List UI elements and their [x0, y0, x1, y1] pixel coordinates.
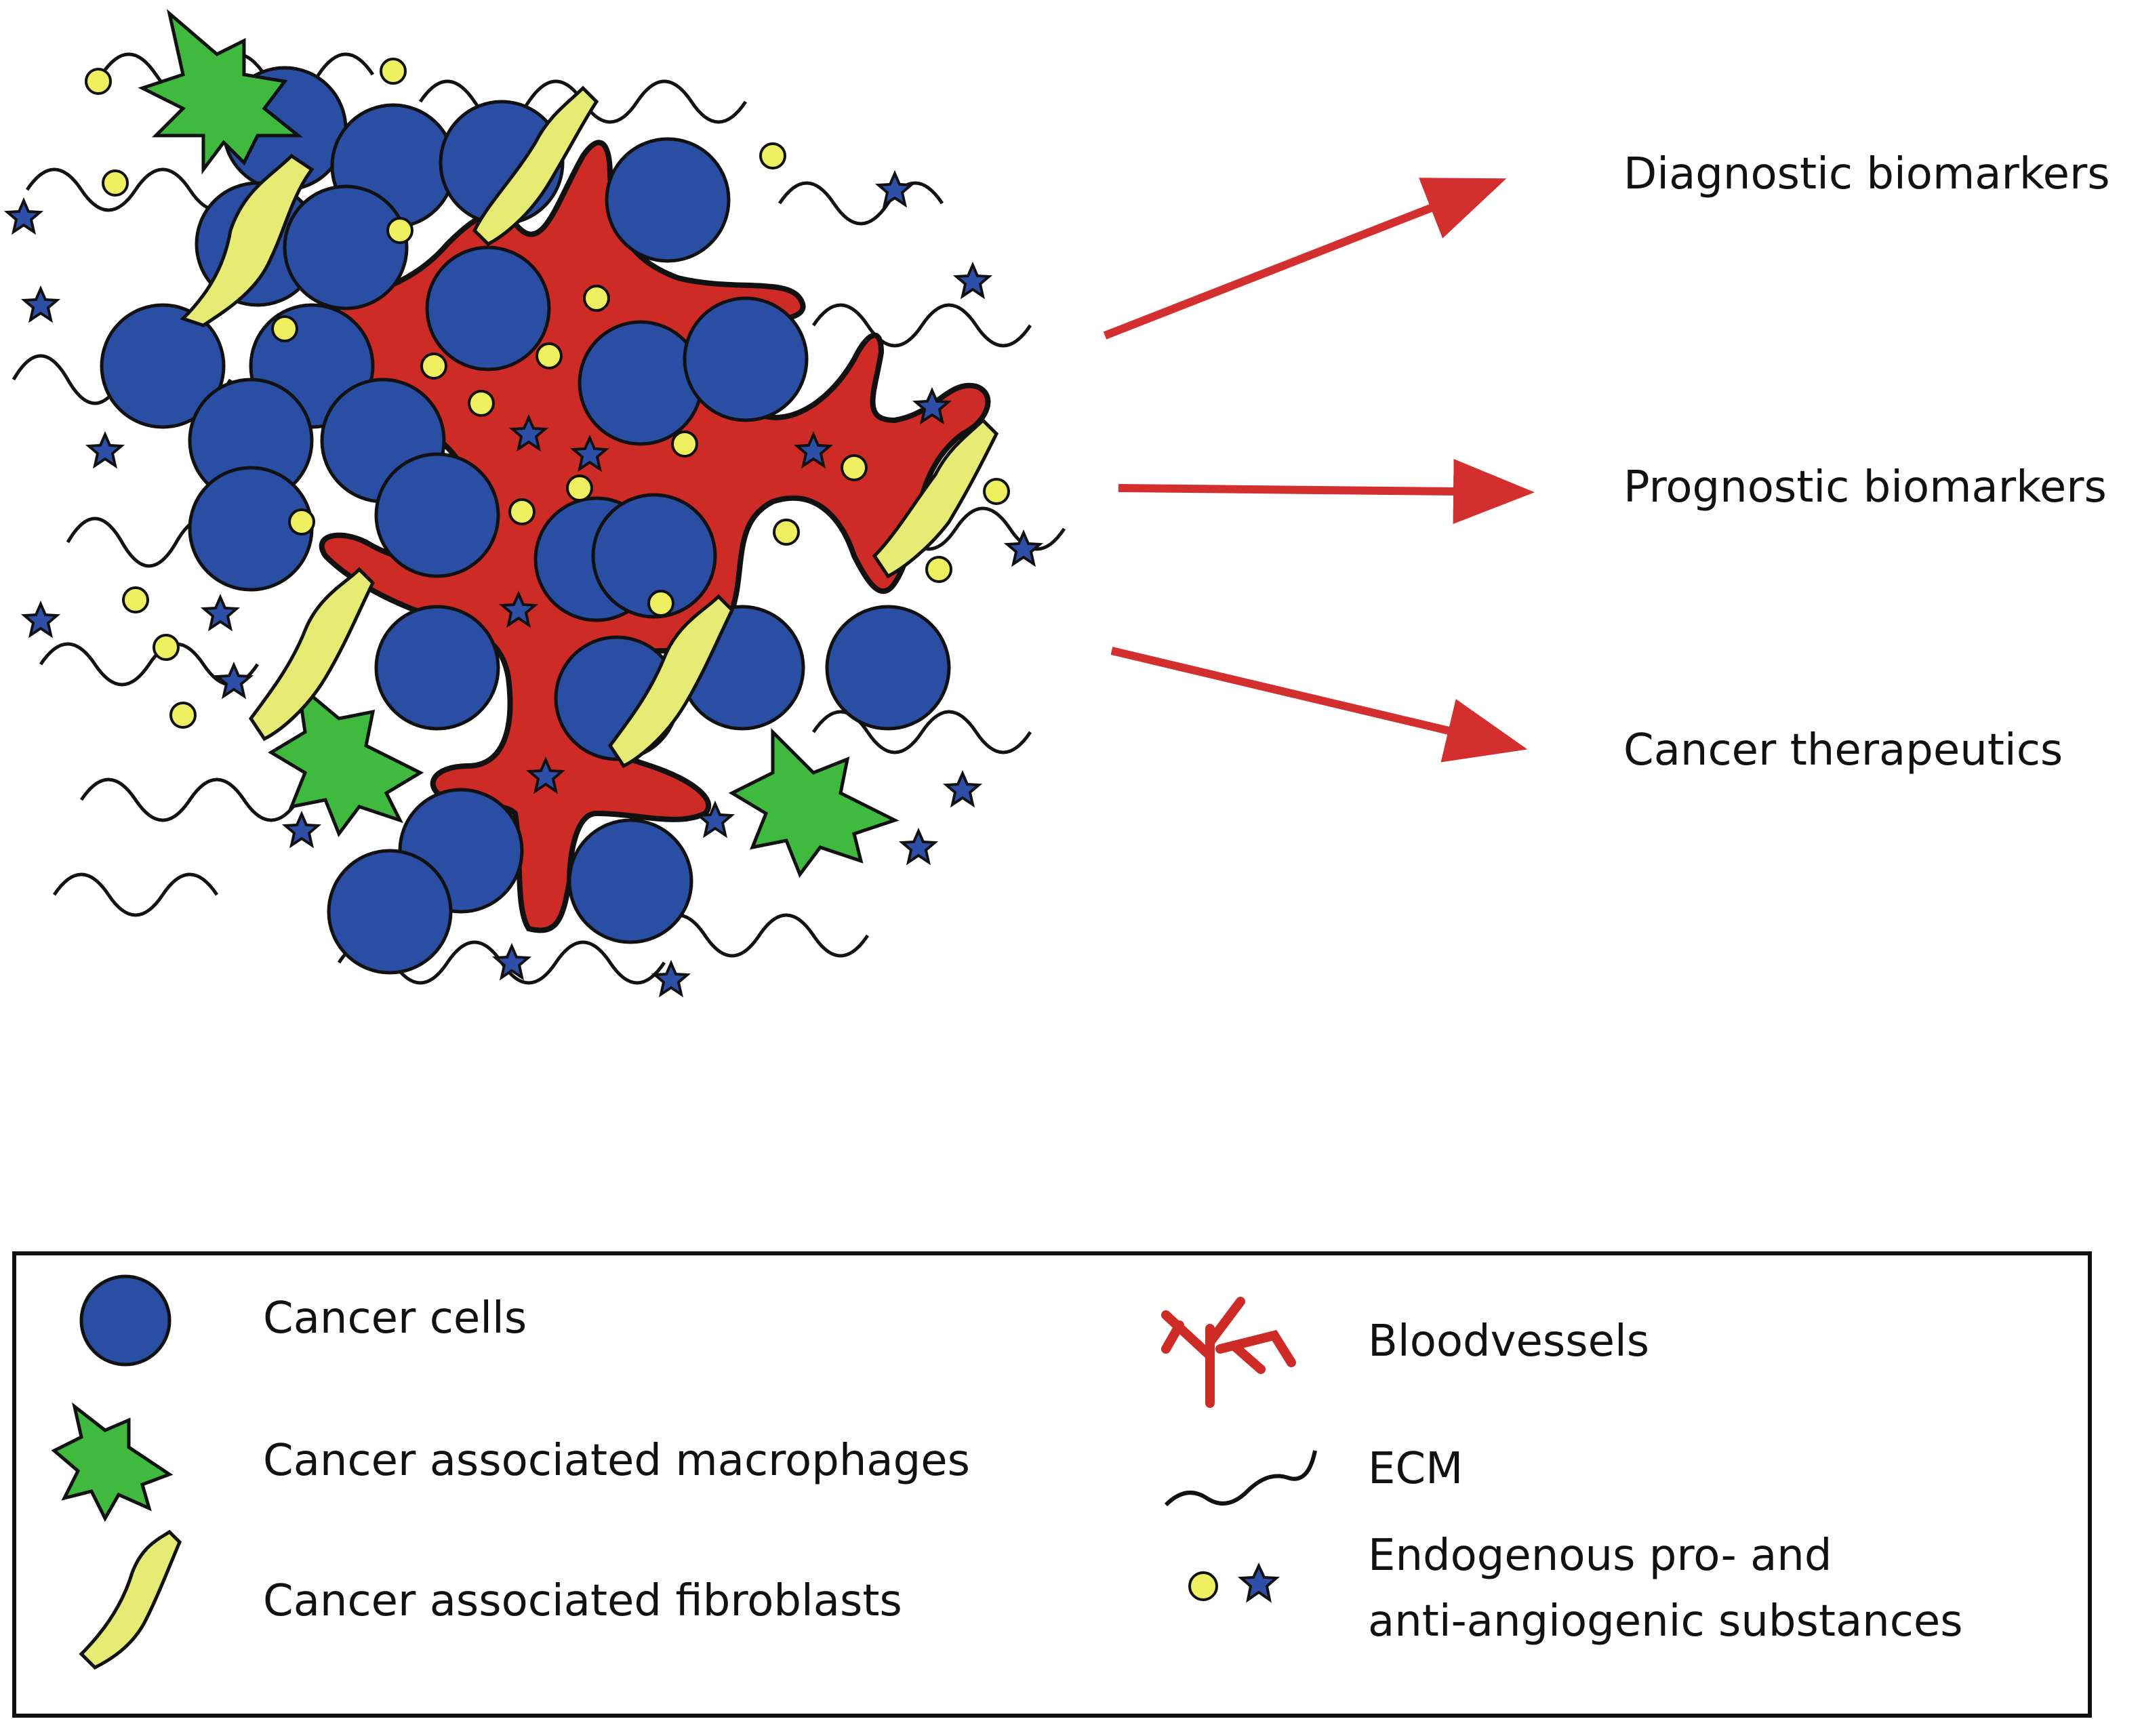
- dot-icon: [1188, 1571, 1218, 1601]
- blue-circle-icon: [79, 1274, 171, 1367]
- substance-dots: [85, 58, 1010, 729]
- legend-label-ecm: ECM: [1368, 1444, 1463, 1494]
- legend-label-fibroblasts: Cancer associated fibroblasts: [263, 1576, 902, 1626]
- ecm-wave-icon: [1164, 1450, 1317, 1507]
- prognostic-biomarkers-label: Prognostic biomarkers: [1623, 462, 2107, 512]
- legend-label-substances-line2: anti-angiogenic substances: [1368, 1596, 1963, 1647]
- green-macrophage-icon: [51, 1402, 174, 1522]
- cancer-cells: [100, 66, 951, 975]
- cancer-therapeutics-label: Cancer therapeutics: [1623, 725, 2063, 775]
- legend-icons: [51, 1274, 1317, 1670]
- star-icon: [1237, 1562, 1280, 1603]
- legend-label-bloodvessels: Bloodvessels: [1368, 1316, 1650, 1367]
- legend-label-substances-line1: Endogenous pro- and: [1368, 1531, 1832, 1581]
- arrow-therapeutics: [1110, 647, 1528, 763]
- output-arrows: [1103, 178, 1535, 763]
- arrow-prognostic: [1118, 459, 1535, 525]
- red-vessel-icon: [1161, 1297, 1296, 1408]
- macrophages: [138, 9, 900, 879]
- substance-stars: [3, 170, 1044, 998]
- legend: [12, 1251, 2092, 1718]
- legend-label-cancer-cells: Cancer cells: [263, 1293, 527, 1344]
- yellow-fibroblast-icon: [79, 1529, 182, 1670]
- fibroblasts: [180, 85, 999, 769]
- arrow-diagnostic: [1103, 178, 1507, 340]
- diagnostic-biomarkers-label: Diagnostic biomarkers: [1623, 149, 2110, 199]
- legend-label-macrophages: Cancer associated macrophages: [263, 1436, 970, 1486]
